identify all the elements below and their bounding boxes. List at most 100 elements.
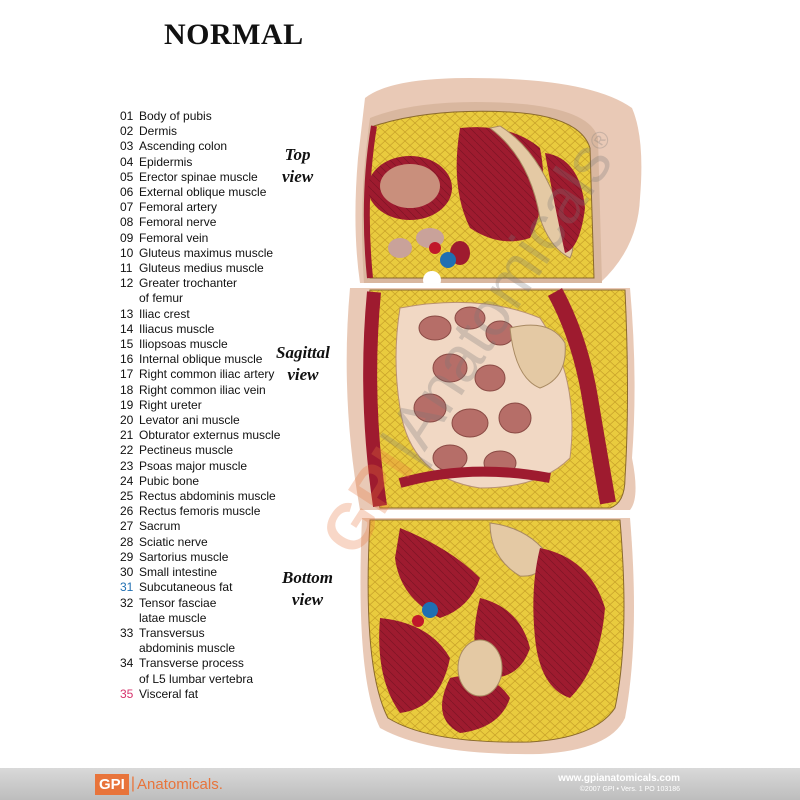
top-view-model (355, 78, 642, 289)
legend-item: 09 Femoral vein (120, 231, 290, 246)
brand-separator: | (130, 775, 135, 792)
legend-label: Iliopsoas muscle (139, 337, 228, 352)
legend-label: Sacrum (139, 519, 181, 534)
legend-number: 09 (120, 230, 134, 245)
legend-item: 17 Right common iliac artery (120, 367, 290, 382)
bottom-view-label: Bottom view (282, 568, 334, 609)
legend-number: 35 (120, 686, 134, 701)
legend-number: 28 (120, 534, 134, 549)
legend-label: Rectus femoris muscle (139, 504, 261, 519)
legend-number: 29 (120, 549, 134, 564)
legend-label: Femoral nerve (139, 215, 217, 230)
legend-label: Subcutaneous fat (139, 580, 233, 595)
legend-item: 33 Transversus abdominis muscle (120, 626, 290, 656)
legend-number: 33 (120, 625, 134, 640)
legend-label: Erector spinae muscle (139, 169, 258, 184)
legend-label: Iliacus muscle (139, 321, 215, 336)
legend-number: 27 (120, 519, 134, 534)
legend-number: 25 (120, 489, 134, 504)
legend-number: 04 (120, 154, 134, 169)
legend-number: 10 (120, 245, 134, 260)
legend-label: Dermis (139, 124, 177, 139)
legend-item: 30 Small intestine (120, 565, 290, 580)
legend-number: 18 (120, 382, 134, 397)
legend-number: 08 (120, 215, 134, 230)
footer-url: www.gpianatomicals.com (558, 773, 680, 784)
legend-label: Iliac crest (139, 306, 190, 321)
legend-label: Greater trochanter of femur (139, 276, 238, 306)
brand-anatomicals: Anatomicals. (137, 775, 223, 793)
legend-number: 26 (120, 504, 134, 519)
legend-number: 17 (120, 367, 134, 382)
bottom-view-model (360, 518, 634, 755)
legend-item: 15 Iliopsoas muscle (120, 337, 290, 352)
legend-item: 14 Iliacus muscle (120, 322, 290, 337)
legend-label: Gluteus medius muscle (139, 261, 264, 276)
legend-label: Obturator externus muscle (139, 428, 281, 443)
legend-item: 27 Sacrum (120, 519, 290, 534)
legend-number: 15 (120, 337, 134, 352)
legend-item: 21 Obturator externus muscle (120, 428, 290, 443)
legend-label: Sciatic nerve (139, 534, 208, 549)
legend-number: 30 (120, 565, 134, 580)
legend-label: Gluteus maximus muscle (139, 245, 274, 260)
legend-label: Ascending colon (139, 139, 228, 154)
sagittal-view-label: Sagittal view (276, 343, 330, 384)
legend-number: 23 (120, 458, 134, 473)
legend-label: Small intestine (139, 565, 218, 580)
legend-number: 21 (120, 428, 134, 443)
legend-item: 01 Body of pubis (120, 109, 290, 124)
legend-label: Psoas major muscle (139, 458, 248, 473)
legend-number: 13 (120, 306, 134, 321)
legend-number: 11 (120, 261, 133, 276)
legend-number: 03 (120, 139, 134, 154)
legend-number: 22 (120, 443, 134, 458)
brand-gpi: GPI (95, 773, 129, 795)
legend-number: 24 (120, 473, 134, 488)
top-view-label: Top view (282, 145, 314, 186)
legend-item: 10 Gluteus maximus muscle (120, 246, 290, 261)
footer-copyright: ©2007 GPI • Vers. 1 PO 103186 (579, 786, 680, 793)
legend-label: Right common iliac vein (139, 382, 266, 397)
legend-number: 05 (120, 169, 134, 184)
legend-item: 05 Erector spinae muscle (120, 170, 290, 185)
brand-logo: GPI | Anatomicals. (95, 772, 223, 796)
legend-label: Femoral artery (139, 200, 218, 215)
legend: 01 Body of pubis 02 Dermis 03 Ascending colon… (120, 109, 290, 702)
legend-label: Pectineus muscle (139, 443, 234, 458)
legend-number: 32 (120, 595, 134, 610)
legend-item: 13 Iliac crest (120, 307, 290, 322)
legend-item: 22 Pectineus muscle (120, 443, 290, 458)
legend-item: 03 Ascending colon (120, 139, 290, 154)
legend-label: External oblique muscle (139, 185, 267, 200)
legend-item: 31 Subcutaneous fat (120, 580, 290, 595)
sagittal-view-model (346, 288, 636, 510)
footer: GPI | Anatomicals. www.gpianatomicals.co… (0, 768, 800, 800)
legend-label: Internal oblique muscle (139, 352, 263, 367)
legend-item: 08 Femoral nerve (120, 215, 290, 230)
legend-number: 31 (120, 580, 134, 595)
legend-number: 20 (120, 413, 134, 428)
legend-item: 18 Right common iliac vein (120, 383, 290, 398)
legend-number: 14 (120, 321, 134, 336)
legend-label: Body of pubis (139, 109, 212, 123)
legend-number: 01 (120, 109, 134, 123)
legend-item: 28 Sciatic nerve (120, 535, 290, 550)
page-title: NORMAL (164, 18, 304, 51)
legend-number: 02 (120, 124, 134, 139)
legend-label: Tensor fasciae latae muscle (139, 595, 217, 625)
legend-label: Transversus abdominis muscle (139, 625, 236, 656)
legend-number: 34 (120, 656, 134, 671)
legend-label: Femoral vein (139, 230, 209, 245)
legend-label: Rectus abdominis muscle (139, 489, 276, 504)
legend-label: Right common iliac artery (139, 367, 275, 382)
